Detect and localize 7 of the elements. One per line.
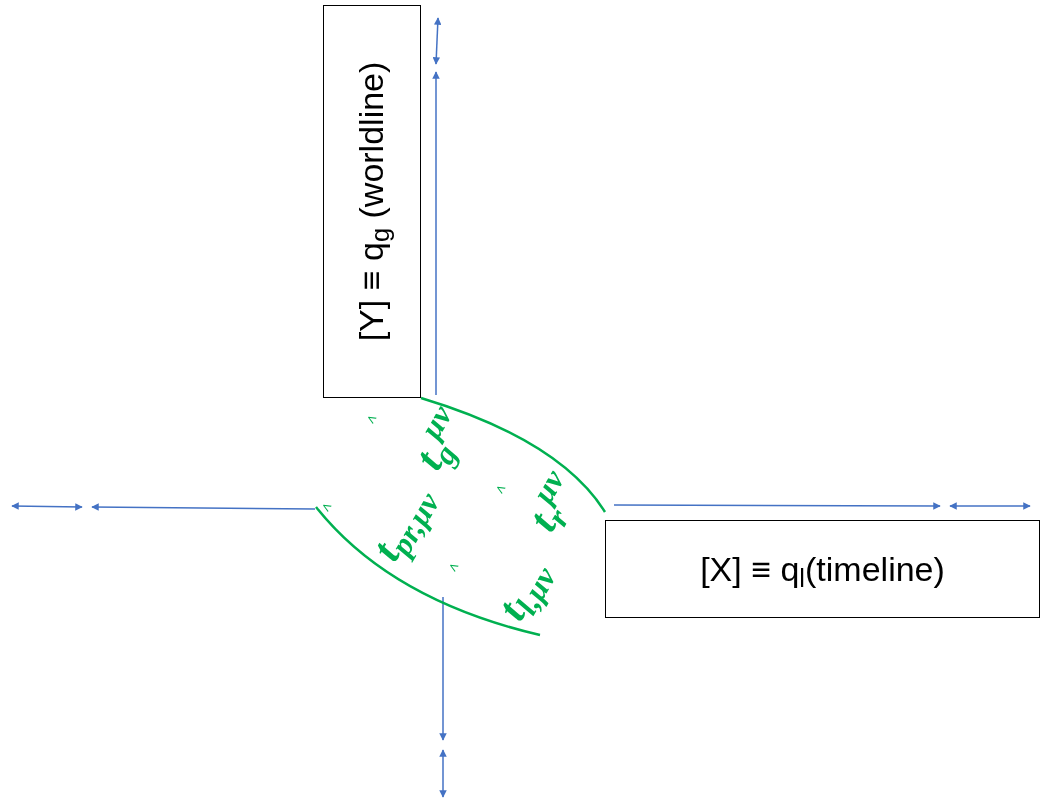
box-label: [X] ≡ q$_{l}$(timeline) [700,548,945,594]
tensor-label: ^ [445,560,465,576]
label-box [605,520,1040,618]
tensor-label: ^ [318,500,338,516]
label-box [323,5,421,398]
tensor-label: ^ [492,482,512,498]
tensor-label: ^ [363,412,383,428]
